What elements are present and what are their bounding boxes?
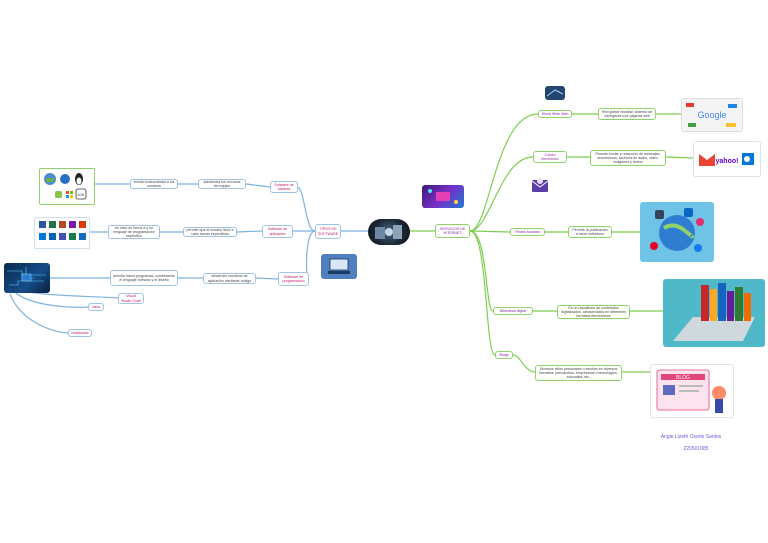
blog-icon: BLOG bbox=[650, 364, 734, 418]
laptop-icon bbox=[321, 254, 357, 279]
network-image-icon bbox=[422, 185, 464, 208]
gmail-icon bbox=[699, 154, 715, 166]
www-node[interactable]: World Wide Web bbox=[538, 110, 572, 118]
mail-services-image: yahoo! bbox=[693, 141, 761, 177]
google-icon: Google bbox=[681, 98, 743, 132]
computer-image-icon bbox=[368, 219, 410, 245]
outlook-icon bbox=[742, 153, 754, 165]
software-programacion-desc: desarrollo escritorio de aplicación medi… bbox=[203, 273, 256, 284]
globe-image-icon bbox=[545, 86, 565, 100]
software-programacion-note: permite hacer programas, combinando el l… bbox=[110, 270, 178, 286]
software-sistema-desc: administra los recursos del equipo bbox=[198, 179, 246, 189]
linux-icon bbox=[75, 173, 83, 185]
www-desc: Red global mundial, sistema de navegació… bbox=[598, 108, 656, 120]
photo-icon bbox=[44, 173, 56, 185]
social-desc: Permite la publicación a otros individuo… bbox=[568, 226, 612, 238]
envelope-icon bbox=[531, 176, 549, 193]
email-node[interactable]: Correo electrónico bbox=[533, 151, 567, 163]
svg-text:BLOG: BLOG bbox=[676, 375, 690, 381]
java-node[interactable]: Java bbox=[88, 303, 104, 311]
os-logos-image: iOS bbox=[39, 168, 95, 205]
office-apps-icon bbox=[34, 217, 90, 249]
software-programacion-node[interactable]: Software de programación bbox=[278, 272, 309, 286]
left-center-label[interactable]: TIPOS DE SOFTWARE bbox=[315, 224, 341, 239]
social-globe-icon bbox=[640, 202, 714, 262]
blogs-desc: Diversos sitios personales o escritos en… bbox=[535, 365, 622, 381]
ios-icon: iOS bbox=[75, 188, 87, 200]
apple-icon bbox=[60, 174, 70, 184]
blogs-node[interactable]: Blogs bbox=[495, 351, 513, 359]
books-laptop-icon bbox=[663, 279, 765, 347]
library-node[interactable]: Biblioteca digital bbox=[493, 307, 533, 315]
svg-text:yahoo!: yahoo! bbox=[716, 158, 739, 165]
notebooks-node[interactable]: Notebooks bbox=[68, 329, 92, 337]
circuit-image-icon bbox=[4, 263, 50, 293]
software-aplicacion-node[interactable]: Software de aplicación bbox=[262, 225, 293, 238]
visual-studio-node[interactable]: Visual Studio Code bbox=[118, 293, 144, 304]
svg-text:Google: Google bbox=[697, 110, 726, 120]
author-name: Angie Lizeth Osorio Santos bbox=[660, 434, 722, 440]
yahoo-icon: yahoo! bbox=[716, 158, 739, 165]
software-aplicacion-desc: permite que el usuario lleve a cabo tare… bbox=[183, 227, 237, 237]
email-desc: Permite enviar y recepción de mensajes, … bbox=[590, 150, 666, 166]
software-sistema-node[interactable]: Software de sistema bbox=[270, 181, 298, 193]
author-id: 220501085 bbox=[683, 446, 709, 452]
windows-icon bbox=[66, 191, 73, 198]
svg-text:iOS: iOS bbox=[78, 192, 85, 197]
software-sistema-note: brinda funcionalidad a los usuarios bbox=[130, 179, 178, 189]
right-center-label[interactable]: SERVICIOS DE INTERNET bbox=[435, 224, 470, 238]
library-desc: Es un repositorio de contenidos digitali… bbox=[557, 305, 630, 319]
android-icon bbox=[55, 191, 62, 198]
social-node[interactable]: Redes sociales bbox=[510, 228, 545, 236]
software-aplicacion-note: es visto de forma a y su lenguaje de pro… bbox=[108, 225, 160, 239]
